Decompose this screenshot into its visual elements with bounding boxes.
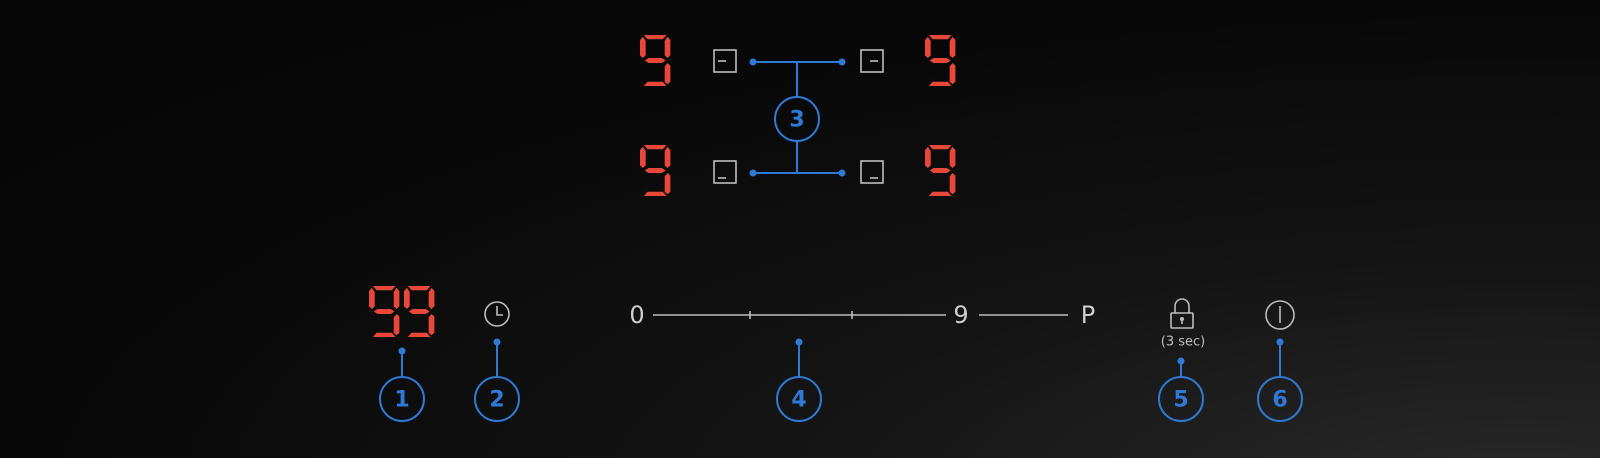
- callout-4-number: 4: [791, 388, 806, 413]
- callout-3: 3: [774, 96, 820, 142]
- power-icon[interactable]: [1265, 300, 1295, 330]
- callout-6: 6: [1257, 376, 1303, 422]
- zone-display-rear-left: [640, 145, 671, 196]
- zone-display-front-left: [640, 35, 671, 86]
- zone-front-left-icon[interactable]: [713, 49, 737, 73]
- callout-2-number: 2: [489, 388, 504, 413]
- callout-6-number: 6: [1272, 388, 1287, 413]
- callout-6-connector: [1276, 338, 1284, 377]
- clock-icon[interactable]: [484, 301, 510, 327]
- callout-3-number: 3: [789, 108, 804, 133]
- callout-2-connector: [493, 338, 501, 377]
- callout-3-connector: [749, 58, 846, 177]
- callout-5: 5: [1158, 376, 1204, 422]
- zone-rear-left-icon[interactable]: [713, 160, 737, 184]
- slider-max-label: 9: [953, 301, 968, 329]
- zone-front-right-icon[interactable]: [860, 49, 884, 73]
- slider-min-label: 0: [629, 301, 644, 329]
- callout-5-number: 5: [1173, 388, 1188, 413]
- callout-5-connector: [1177, 357, 1185, 377]
- padlock-icon[interactable]: [1170, 298, 1194, 329]
- callout-1-connector: [398, 347, 406, 377]
- callout-1-number: 1: [394, 388, 409, 413]
- callout-4-connector: [795, 338, 803, 377]
- lock-hint: (3 sec): [1161, 335, 1205, 350]
- boost-label[interactable]: P: [1081, 301, 1095, 329]
- callout-1: 1: [379, 376, 425, 422]
- zone-display-rear-right: [925, 145, 956, 196]
- timer-display: [369, 286, 435, 337]
- callout-4: 4: [776, 376, 822, 422]
- power-level-slider[interactable]: [653, 311, 946, 319]
- zone-display-front-right: [925, 35, 956, 86]
- zone-rear-right-icon[interactable]: [860, 160, 884, 184]
- callout-2: 2: [474, 376, 520, 422]
